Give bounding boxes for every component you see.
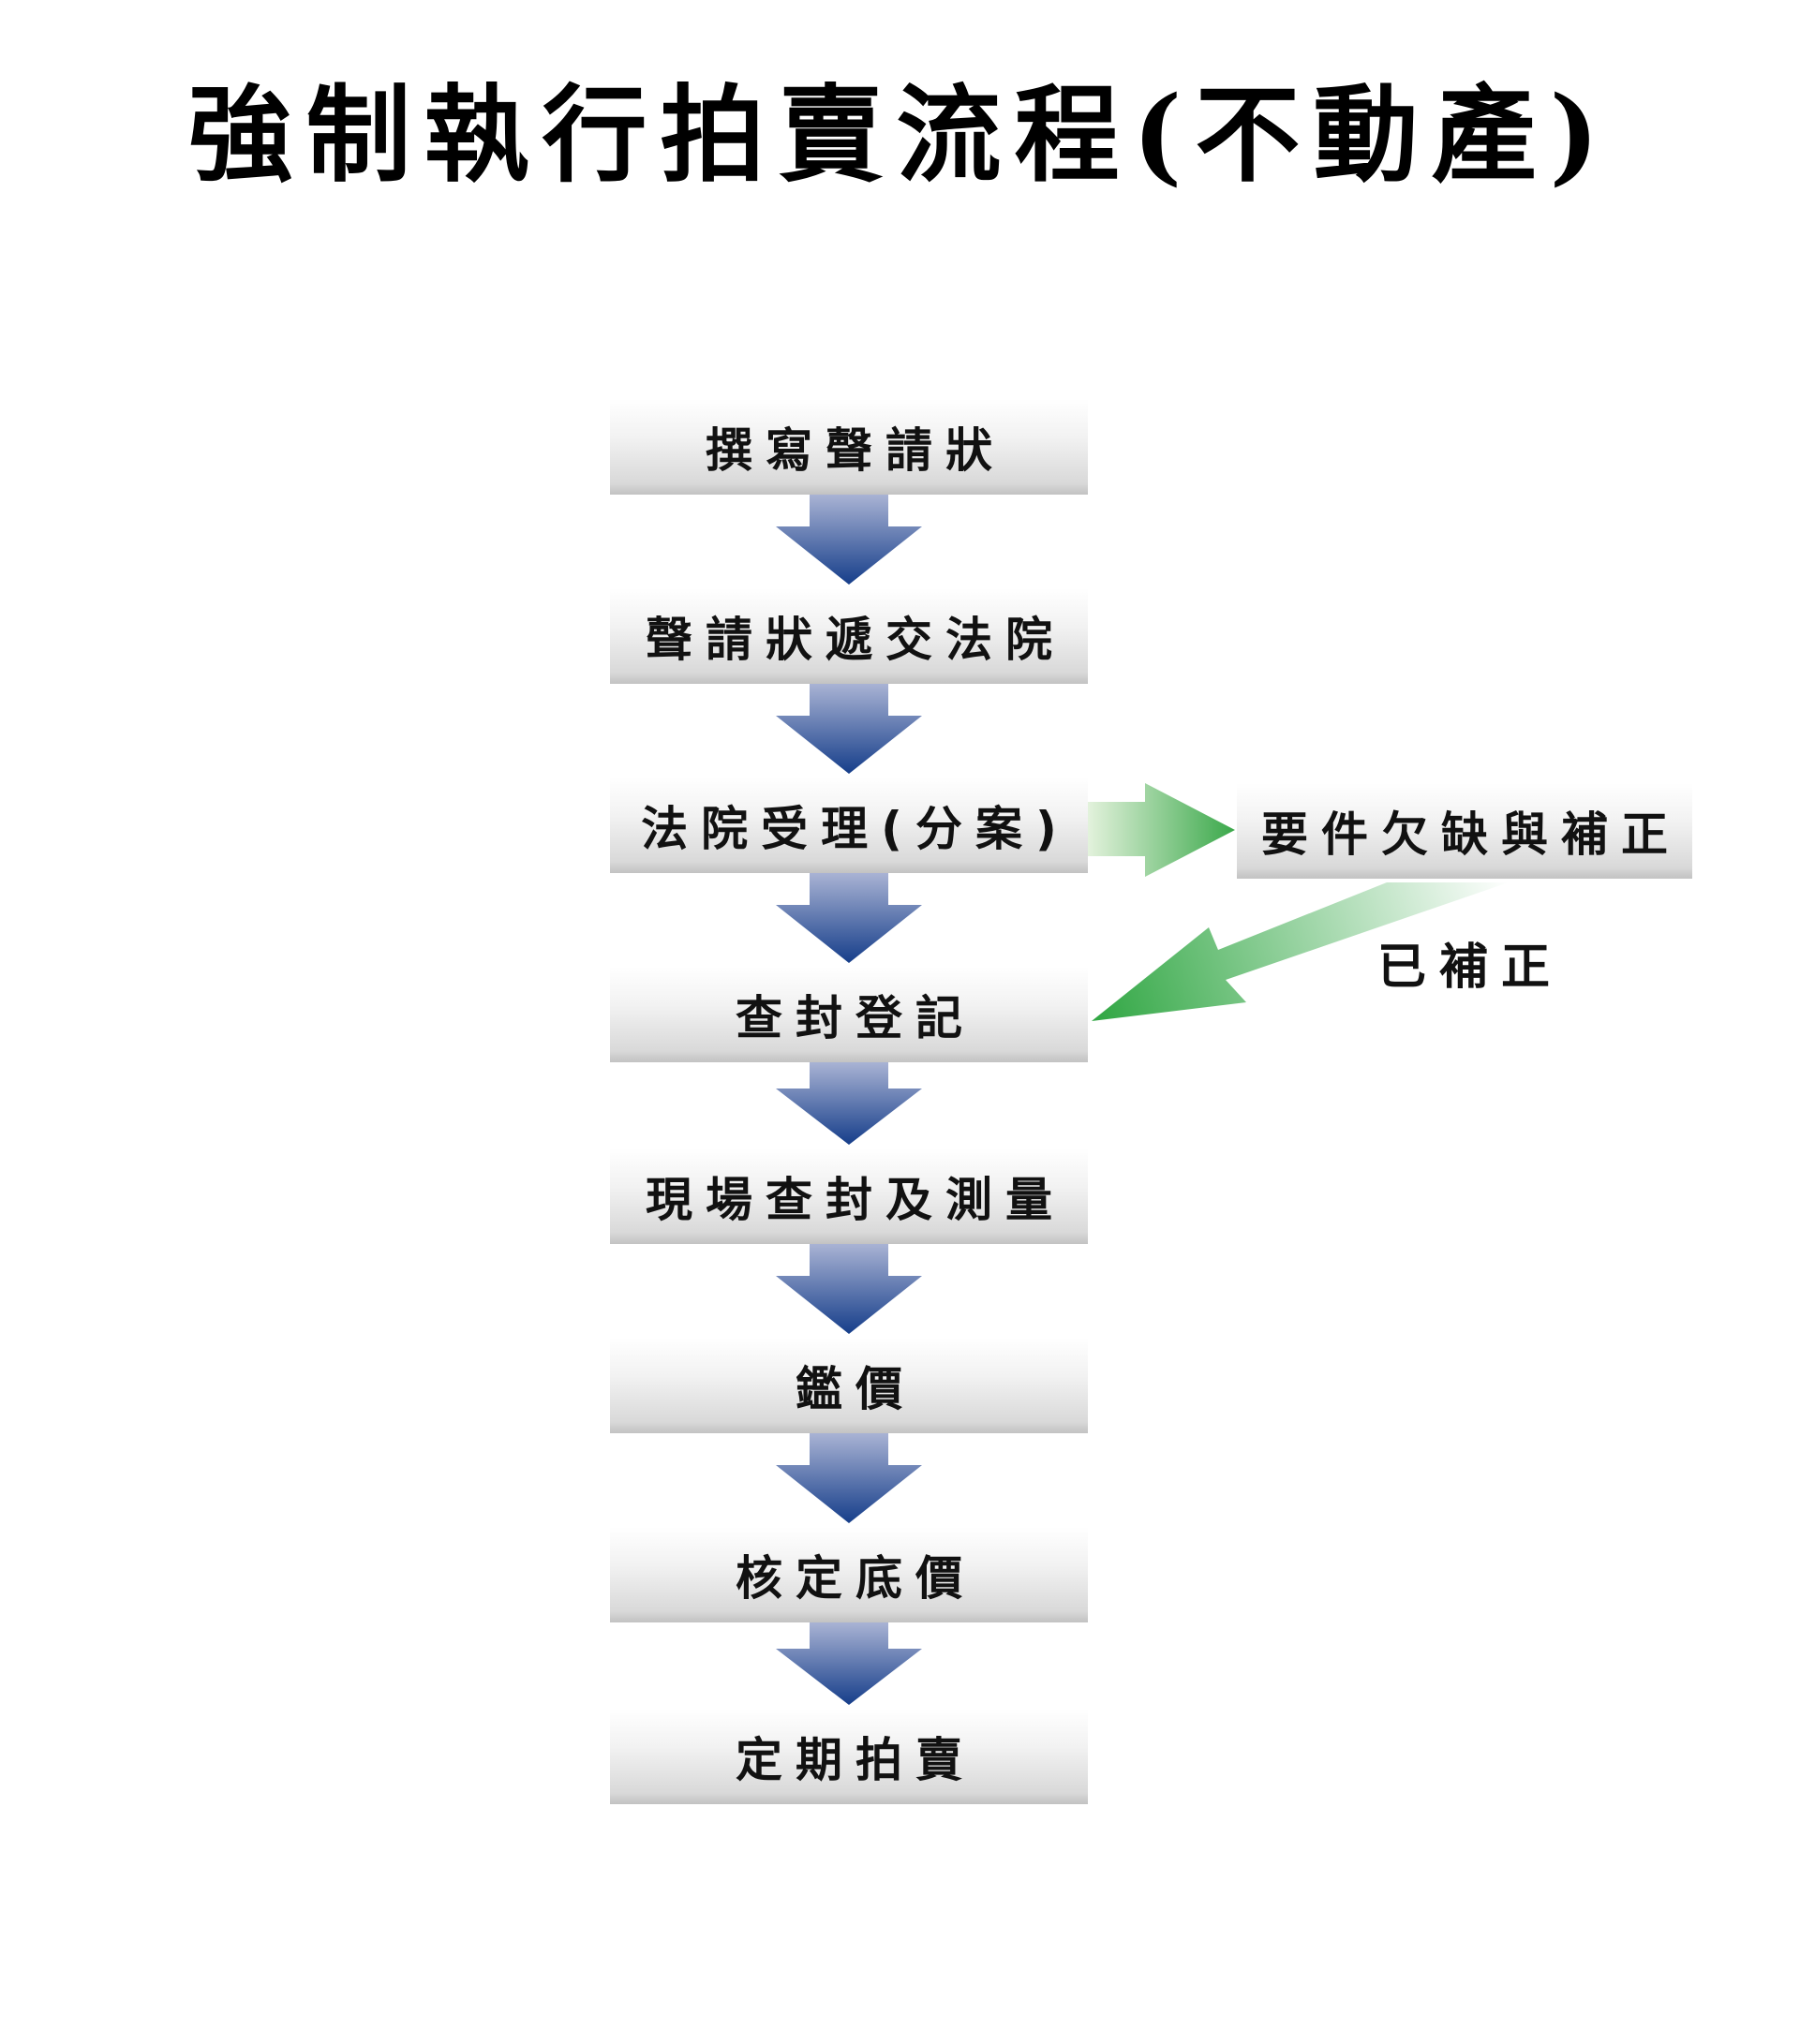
return-arrow-icon (1092, 882, 1509, 1021)
step-box-8: 定期拍賣 (610, 1709, 1088, 1804)
down-arrow-icon (776, 495, 922, 585)
step-box-6: 鑑價 (610, 1338, 1088, 1433)
step-label: 撰寫聲請狀 (706, 423, 1005, 478)
down-arrow-icon (776, 1433, 922, 1523)
down-arrow-icon (776, 873, 922, 963)
down-arrow-icon (776, 1244, 922, 1334)
step-label: 查封登記 (736, 991, 975, 1045)
down-arrow-icon (776, 1062, 922, 1145)
down-arrow-icon (776, 1622, 922, 1705)
step-box-1: 撰寫聲請狀 (610, 399, 1088, 495)
step-box-5: 現場查封及測量 (610, 1148, 1088, 1244)
step-label: 定期拍賣 (736, 1733, 975, 1787)
step-box-3: 法院受理(分案) (610, 778, 1088, 873)
step-box-7: 核定底價 (610, 1527, 1088, 1622)
step-label: 聲請狀遞交法院 (646, 613, 1065, 667)
right-arrow-icon (1088, 783, 1235, 877)
down-arrow-icon (776, 684, 922, 774)
step-label: 鑑價 (796, 1362, 915, 1416)
step-box-4: 查封登記 (610, 967, 1088, 1062)
step-label: 核定底價 (736, 1551, 975, 1606)
corrected-label: 已補正 (1377, 940, 1564, 996)
diagram-title: 強制執行拍賣流程(不動產) (187, 74, 1613, 197)
step-box-2: 聲請狀遞交法院 (610, 588, 1088, 684)
step-label: 法院受理(分案) (641, 802, 1070, 856)
deficiency-box: 要件欠缺與補正 (1237, 783, 1692, 879)
deficiency-label: 要件欠缺與補正 (1261, 807, 1681, 862)
step-label: 現場查封及測量 (646, 1173, 1065, 1227)
